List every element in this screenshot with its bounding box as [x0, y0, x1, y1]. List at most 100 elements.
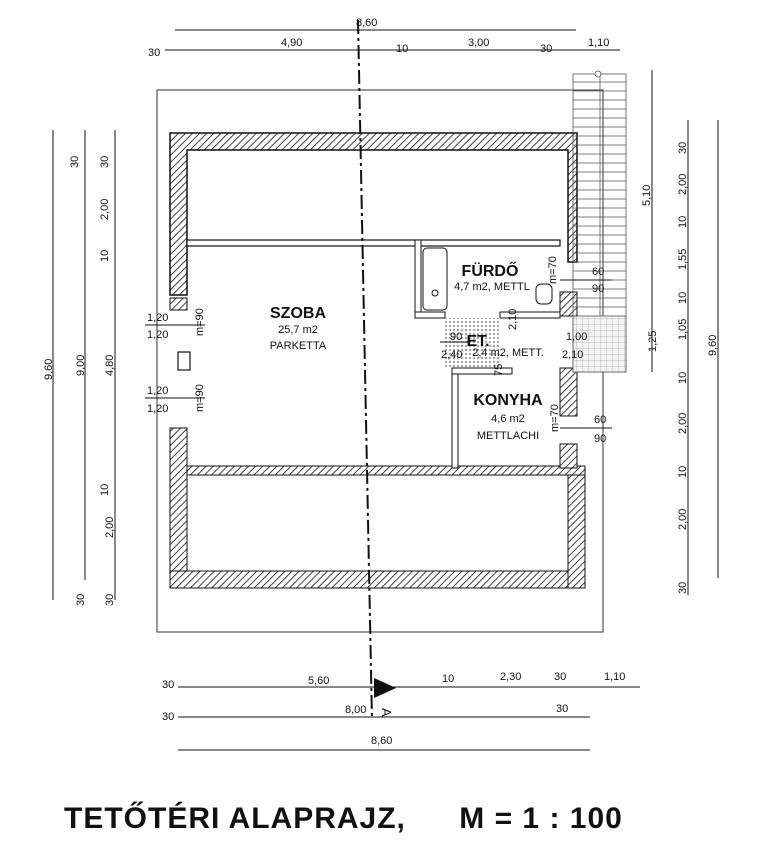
svg-text:1,20: 1,20 — [147, 329, 168, 341]
et-annotations: 90 2,40 1,00 2,10 2,10 75 — [440, 309, 587, 376]
svg-text:9,00: 9,00 — [75, 355, 87, 376]
svg-text:2,10: 2,10 — [507, 309, 519, 330]
svg-text:30: 30 — [75, 594, 87, 606]
svg-text:9,60: 9,60 — [43, 359, 55, 380]
svg-text:1,55: 1,55 — [677, 249, 689, 270]
svg-text:1,10: 1,10 — [588, 37, 609, 49]
room-name: KONYHA — [473, 392, 543, 409]
svg-text:30: 30 — [148, 47, 160, 59]
section-axis — [357, 19, 373, 721]
window-konyha: m=70 60 90 — [549, 404, 612, 445]
svg-text:2,30: 2,30 — [500, 671, 521, 683]
room-et: ET. 2,4 m2, METT. — [466, 333, 543, 359]
room-furdo: FÜRDŐ 4,7 m2, METTL — [454, 261, 530, 293]
svg-text:90: 90 — [450, 331, 462, 343]
svg-text:8,60: 8,60 — [356, 17, 377, 29]
svg-text:8,60: 8,60 — [371, 735, 392, 747]
svg-text:2,00: 2,00 — [104, 517, 116, 538]
svg-text:5,60: 5,60 — [308, 675, 329, 687]
kitchen-walls — [451, 367, 513, 469]
svg-text:10: 10 — [99, 484, 111, 496]
svg-text:10: 10 — [677, 372, 689, 384]
svg-text:2,40: 2,40 — [441, 349, 462, 361]
svg-text:1,20: 1,20 — [147, 312, 168, 324]
svg-text:9,60: 9,60 — [707, 335, 719, 356]
svg-text:30: 30 — [69, 156, 81, 168]
window-furdo: m=70 60 90 — [547, 256, 612, 295]
room-name: ET. — [466, 333, 489, 350]
svg-text:2,00: 2,00 — [677, 174, 689, 195]
dimension-top: 8,60 30 4,90 10 3,00 30 1,10 — [148, 17, 620, 59]
svg-text:10: 10 — [396, 43, 408, 55]
svg-text:m=70: m=70 — [549, 404, 561, 432]
room-name: SZOBA — [270, 305, 326, 322]
svg-text:30: 30 — [99, 156, 111, 168]
dimension-bottom: 30 5,60 10 2,30 30 1,10 30 8,00 30 8,60 — [162, 671, 640, 751]
bathtub — [422, 247, 448, 311]
svg-text:1,25: 1,25 — [647, 331, 659, 352]
room-area: 2,4 m2, METT. — [472, 347, 544, 359]
svg-text:10: 10 — [677, 466, 689, 478]
window-left-upper: 1,20 1,20 m=90 — [145, 308, 206, 341]
svg-text:10: 10 — [677, 216, 689, 228]
room-area: 25,7 m2 — [278, 324, 318, 336]
dimension-left: 9,60 9,00 30 30 2,00 10 4,80 10 2,00 30 … — [43, 130, 116, 606]
svg-text:1,20: 1,20 — [147, 385, 168, 397]
outer-walls — [169, 132, 586, 589]
svg-text:8,00: 8,00 — [345, 704, 366, 716]
svg-text:10: 10 — [442, 673, 454, 685]
svg-text:30: 30 — [556, 703, 568, 715]
room-area: 4,7 m2, METTL — [454, 281, 530, 293]
svg-text:30: 30 — [540, 43, 552, 55]
svg-text:30: 30 — [677, 142, 689, 154]
svg-text:4,90: 4,90 — [281, 37, 302, 49]
svg-text:1,05: 1,05 — [677, 319, 689, 340]
roof-outline — [156, 89, 604, 633]
svg-text:m=70: m=70 — [547, 256, 559, 284]
svg-text:2,00: 2,00 — [677, 413, 689, 434]
svg-text:1,20: 1,20 — [147, 403, 168, 415]
svg-text:90: 90 — [592, 283, 604, 295]
svg-text:60: 60 — [592, 266, 604, 278]
svg-text:2,00: 2,00 — [677, 509, 689, 530]
svg-text:10: 10 — [677, 292, 689, 304]
svg-text:30: 30 — [104, 594, 116, 606]
bathroom-walls — [414, 239, 561, 319]
svg-text:4,80: 4,80 — [104, 355, 116, 376]
svg-text:m=90: m=90 — [194, 384, 206, 412]
svg-text:1,10: 1,10 — [604, 671, 625, 683]
svg-text:m=90: m=90 — [194, 308, 206, 336]
svg-text:1,00: 1,00 — [566, 331, 587, 343]
room-szoba: SZOBA 25,7 m2 PARKETTA — [270, 305, 327, 352]
dimension-right: 5,10 1,25 9,60 30 2,00 10 1,55 10 1,05 1… — [641, 70, 719, 595]
svg-text:30: 30 — [554, 671, 566, 683]
svg-text:2,00: 2,00 — [99, 199, 111, 220]
staircase — [572, 70, 627, 373]
toilet-icon — [535, 283, 553, 305]
svg-text:3,00: 3,00 — [468, 37, 489, 49]
svg-text:30: 30 — [162, 711, 174, 723]
bathtub-drain — [431, 289, 439, 297]
room-area: 4,6 m2 — [491, 413, 525, 425]
room-floor: METTLACHI — [477, 430, 539, 442]
svg-text:30: 30 — [677, 582, 689, 594]
svg-text:10: 10 — [99, 250, 111, 262]
window-left-lower: 1,20 1,20 m=90 — [145, 384, 206, 415]
hall-floor — [445, 318, 500, 368]
svg-text:60: 60 — [594, 414, 606, 426]
section-marker: A — [379, 708, 394, 717]
knee-wall — [186, 239, 561, 247]
room-name: FÜRDŐ — [462, 261, 519, 280]
chimney — [177, 351, 191, 371]
svg-text:30: 30 — [162, 679, 174, 691]
room-konyha: KONYHA 4,6 m2 METTLACHI — [473, 392, 543, 442]
drawing-title: TETŐTÉRI ALAPRAJZ, — [64, 802, 406, 835]
svg-text:90: 90 — [594, 433, 606, 445]
room-floor: PARKETTA — [270, 340, 327, 352]
drawing-title-bar: TETŐTÉRI ALAPRAJZ, M = 1 : 100 — [64, 802, 623, 836]
svg-text:2,10: 2,10 — [562, 349, 583, 361]
section-arrow — [374, 678, 396, 698]
svg-text:75: 75 — [493, 364, 505, 376]
svg-text:5,10: 5,10 — [641, 185, 653, 206]
